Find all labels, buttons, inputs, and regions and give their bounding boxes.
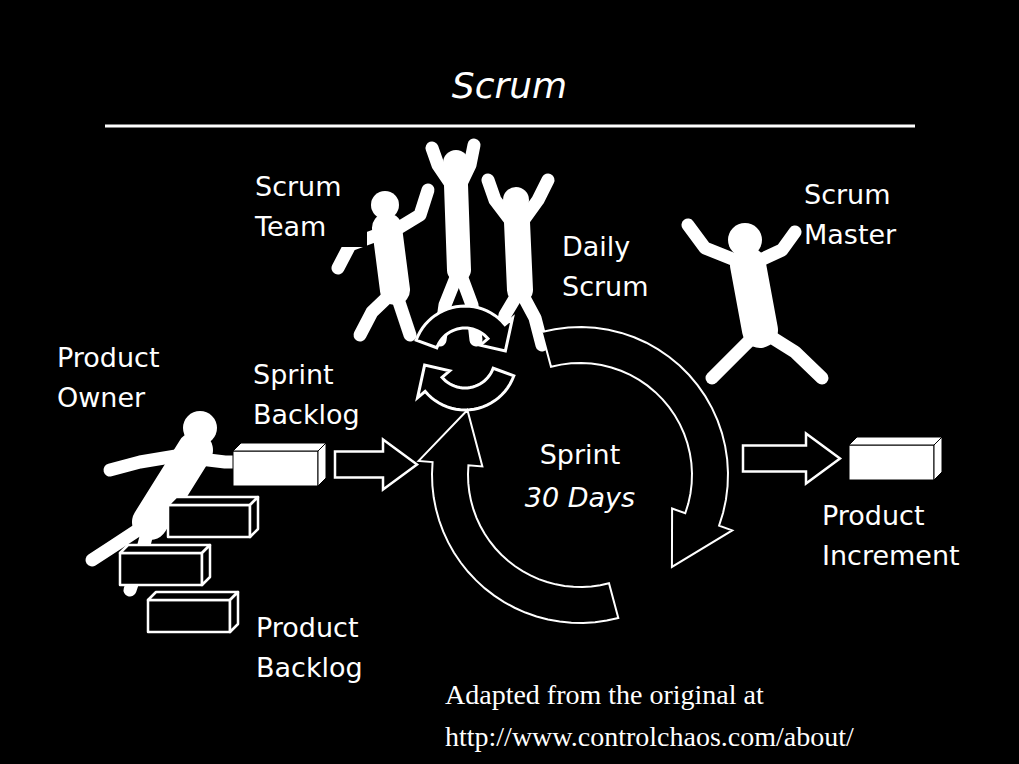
cycle-arrows	[425, 320, 735, 630]
figure-head	[443, 150, 469, 176]
block-face	[168, 497, 258, 505]
sprint-cycle: Sprint30 Days	[425, 320, 735, 630]
figure-limb	[756, 232, 795, 262]
role-label: Scrum Master	[804, 175, 929, 255]
flow-arrow	[335, 440, 417, 490]
figure-torso	[456, 185, 459, 270]
node-label: Product Increment	[822, 496, 992, 576]
backlog-block: Product Increment	[820, 436, 994, 581]
role-label: Scrum Team	[255, 167, 367, 247]
block-face	[233, 451, 318, 486]
figure-head	[183, 411, 217, 445]
block-face	[849, 445, 934, 480]
block-face	[233, 443, 326, 451]
backlog-block: Product Backlog	[115, 495, 388, 695]
figure-limb	[520, 290, 542, 345]
flow-arrow	[743, 434, 840, 484]
diagram-title: Scrum	[0, 64, 1019, 108]
figure-head	[728, 223, 762, 257]
figure-head	[371, 191, 399, 219]
block-face	[120, 553, 202, 585]
figure-torso	[517, 222, 520, 290]
node-label: Sprint Backlog	[253, 355, 378, 435]
backlog-block: Sprint Backlog	[232, 355, 380, 487]
figure-head	[503, 187, 529, 213]
figure-limb	[360, 290, 395, 335]
figure-limb	[110, 455, 182, 470]
block-face	[120, 545, 210, 553]
figure-limb	[395, 290, 410, 335]
block-face	[168, 505, 250, 537]
block-shape	[115, 495, 265, 637]
role-label: Daily Scrum	[562, 227, 674, 307]
block-face	[250, 497, 258, 537]
source-note: http://www.controlchaos.com/about/	[445, 716, 854, 758]
figure-limb	[760, 330, 822, 378]
block-shape	[848, 436, 943, 481]
source-note: Adapted from the original at	[445, 674, 764, 716]
block-face	[230, 592, 238, 632]
block-shape	[232, 442, 327, 487]
figure-limb	[712, 330, 760, 378]
daily-cycle-arrow	[418, 365, 514, 410]
role-label: Product Owner	[57, 338, 185, 418]
block-face	[148, 600, 230, 632]
scrum-master-figure	[688, 223, 822, 378]
block-face	[934, 437, 942, 480]
block-face	[148, 592, 238, 600]
block-face	[849, 437, 942, 445]
daily-cycle-arrow	[416, 306, 512, 351]
title-rule	[105, 125, 915, 128]
node-label: Product Backlog	[256, 608, 386, 688]
block-face	[318, 443, 326, 486]
block-face	[202, 545, 210, 585]
figure-torso	[748, 265, 760, 330]
node-label: Sprint	[500, 435, 660, 475]
node-label: 30 Days	[500, 478, 660, 518]
